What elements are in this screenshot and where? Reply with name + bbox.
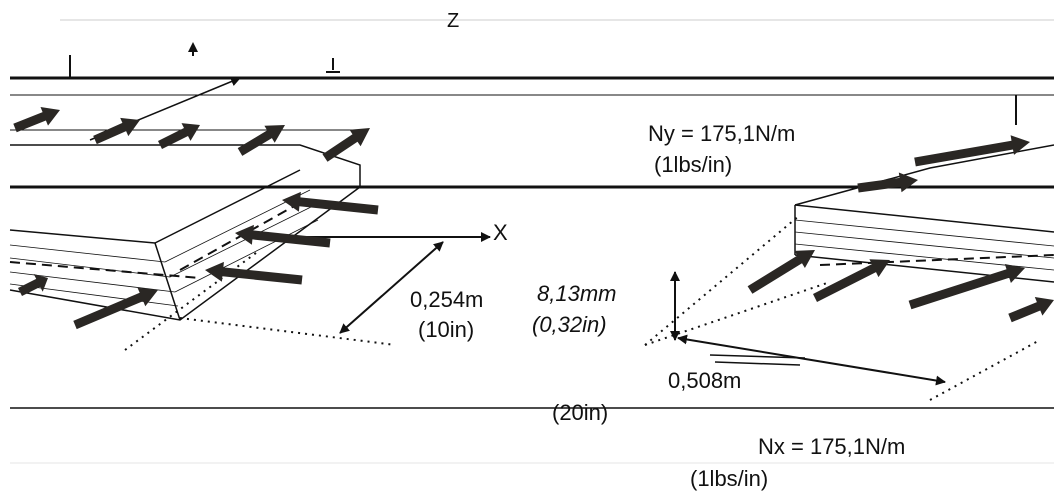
nx-label: Nx = 175,1N/m	[758, 434, 905, 459]
force-arrow	[73, 287, 158, 330]
length-label-in: (10in)	[418, 317, 474, 342]
force-arrow	[914, 135, 1030, 167]
force-arrow	[18, 274, 48, 296]
force-arrow	[13, 107, 61, 133]
force-arrow	[237, 125, 285, 156]
force-arrow	[158, 123, 200, 149]
force-arrow	[93, 117, 140, 145]
dimension-arrows	[290, 232, 946, 386]
ny-label: Ny = 175,1N/m	[648, 121, 795, 146]
width-label-m: 0,508m	[668, 368, 741, 393]
axis-z-label: Z	[447, 10, 459, 32]
length-label-m: 0,254m	[410, 287, 483, 312]
force-arrow	[282, 191, 379, 215]
force-arrow	[813, 259, 890, 302]
force-arrow	[235, 224, 331, 248]
length-dimension-arrow	[339, 241, 444, 334]
load-arrows	[13, 107, 1054, 330]
nx-label-in: (1lbs/in)	[690, 466, 768, 491]
force-arrow	[908, 264, 1025, 310]
axis-marks	[188, 42, 340, 73]
force-arrow	[857, 172, 918, 193]
dotted-guides	[124, 214, 1041, 401]
axis-x-label: X	[493, 220, 508, 245]
thickness-label-in: (0,32in)	[532, 312, 607, 337]
horizontal-bands	[10, 19, 1054, 464]
force-arrow	[322, 128, 370, 162]
labels: Z X 0,254m (10in) 8,13mm (0,32in) 0,508m…	[410, 10, 905, 491]
force-arrow	[1008, 297, 1054, 323]
thickness-label-mm: 8,13mm	[537, 281, 616, 306]
width-dimension-arrow	[677, 334, 946, 386]
force-arrow	[205, 261, 303, 285]
left-plate	[9, 76, 361, 321]
right-plate	[794, 144, 1054, 283]
force-arrow	[747, 250, 815, 294]
width-label-in: (20in)	[552, 400, 608, 425]
ny-label-in: (1lbs/in)	[654, 152, 732, 177]
